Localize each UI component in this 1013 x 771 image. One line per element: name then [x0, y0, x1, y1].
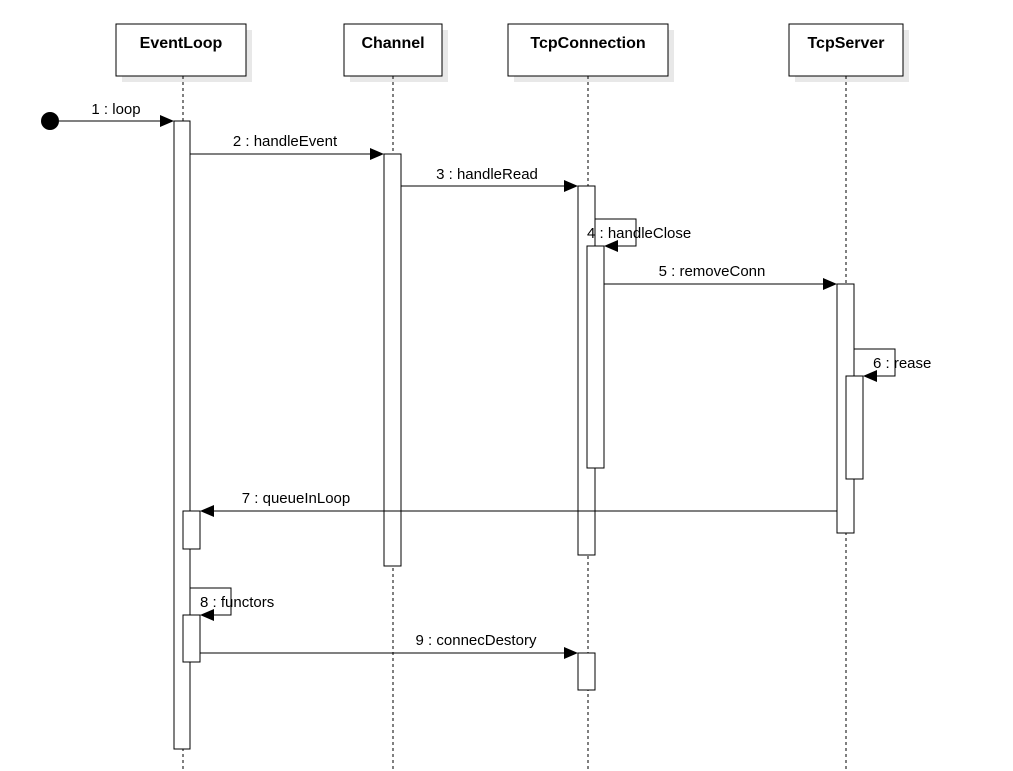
message-2: 2 : handleEvent: [190, 133, 384, 160]
participant-tcpserver[interactable]: TcpServer: [788, 23, 909, 82]
message-4: 4 : handleClose: [587, 218, 691, 252]
message-9: 9 : connecDestory: [200, 632, 578, 659]
activation-tcpserver-rease: [845, 375, 864, 480]
participant-channel[interactable]: Channel: [343, 23, 448, 82]
message-label-7: 7 : queueInLoop: [242, 490, 350, 507]
activation-channel: [383, 153, 402, 567]
message-label-9: 9 : connecDestory: [416, 632, 537, 649]
activation-eventloop-queueinloop: [182, 510, 201, 550]
participant-eventloop[interactable]: EventLoop: [115, 23, 252, 82]
participant-label-eventloop: EventLoop: [140, 35, 223, 52]
message-1: 1 : loop: [59, 101, 174, 127]
arrowhead: [564, 180, 578, 192]
activation-eventloop-functors: [182, 614, 201, 663]
message-6: 6 : rease: [854, 348, 931, 382]
message-label-3: 3 : handleRead: [436, 166, 538, 183]
activation-tcpconnection-handleclose: [586, 245, 605, 469]
participant-tcpconnection[interactable]: TcpConnection: [507, 23, 674, 82]
arrowhead: [370, 148, 384, 160]
arrowhead: [604, 240, 618, 252]
arrowhead: [823, 278, 837, 290]
arrowhead: [200, 609, 214, 621]
message-8: 8 : functors: [190, 587, 274, 621]
participant-label-tcpserver: TcpServer: [807, 35, 884, 52]
message-label-1: 1 : loop: [91, 101, 140, 118]
message-3: 3 : handleRead: [401, 166, 578, 192]
arrowhead: [564, 647, 578, 659]
message-7: 7 : queueInLoop: [200, 490, 837, 517]
arrowhead: [863, 370, 877, 382]
message-5: 5 : removeConn: [604, 263, 837, 290]
arrowhead: [160, 115, 174, 127]
message-label-5: 5 : removeConn: [659, 263, 766, 280]
participant-label-channel: Channel: [361, 35, 424, 52]
message-label-6: 6 : rease: [873, 355, 931, 372]
initial-node: [41, 112, 59, 130]
activation-tcpconnection-destroy: [577, 652, 596, 691]
message-label-4: 4 : handleClose: [587, 225, 691, 242]
message-label-8: 8 : functors: [200, 594, 274, 611]
message-label-2: 2 : handleEvent: [233, 133, 338, 150]
activation-eventloop-main: [173, 120, 191, 750]
arrowhead: [200, 505, 214, 517]
participant-label-tcpconnection: TcpConnection: [530, 35, 645, 52]
